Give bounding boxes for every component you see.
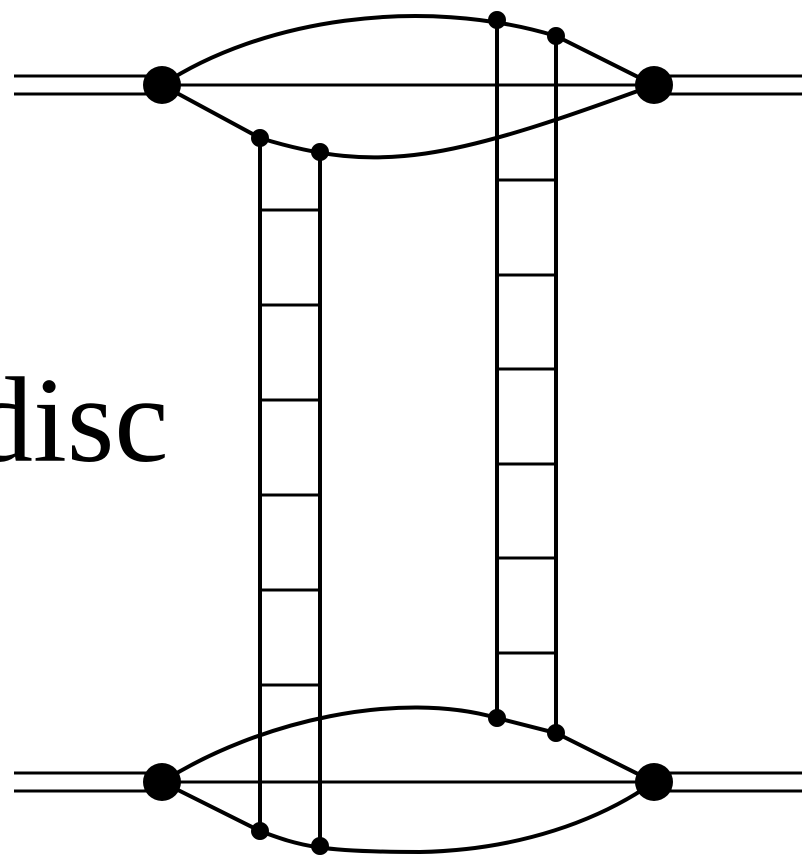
right-ladder-top-right-dot [547, 27, 565, 45]
bottom-upper-arc [160, 705, 655, 784]
right-ladder [488, 11, 565, 742]
top-right-vertex [635, 66, 673, 104]
left-ladder-bottom-right-dot [311, 837, 329, 855]
right-ladder-top-left-dot [488, 11, 506, 29]
left-ladder [251, 129, 329, 855]
bottom-left-vertex [143, 763, 181, 801]
left-ladder-top-right-dot [311, 143, 329, 161]
left-ladder-top-left-dot [251, 129, 269, 147]
bottom-blob [14, 705, 802, 855]
top-lower-arc [161, 83, 655, 160]
top-left-vertex [143, 66, 181, 104]
bottom-lower-arc [161, 780, 656, 855]
top-upper-arc [160, 14, 655, 87]
bottom-right-vertex [635, 763, 673, 801]
disc-label: disc [0, 353, 169, 488]
left-ladder-bottom-left-dot [251, 822, 269, 840]
right-ladder-bottom-left-dot [488, 709, 506, 727]
top-blob [14, 14, 802, 160]
right-ladder-bottom-right-dot [547, 724, 565, 742]
